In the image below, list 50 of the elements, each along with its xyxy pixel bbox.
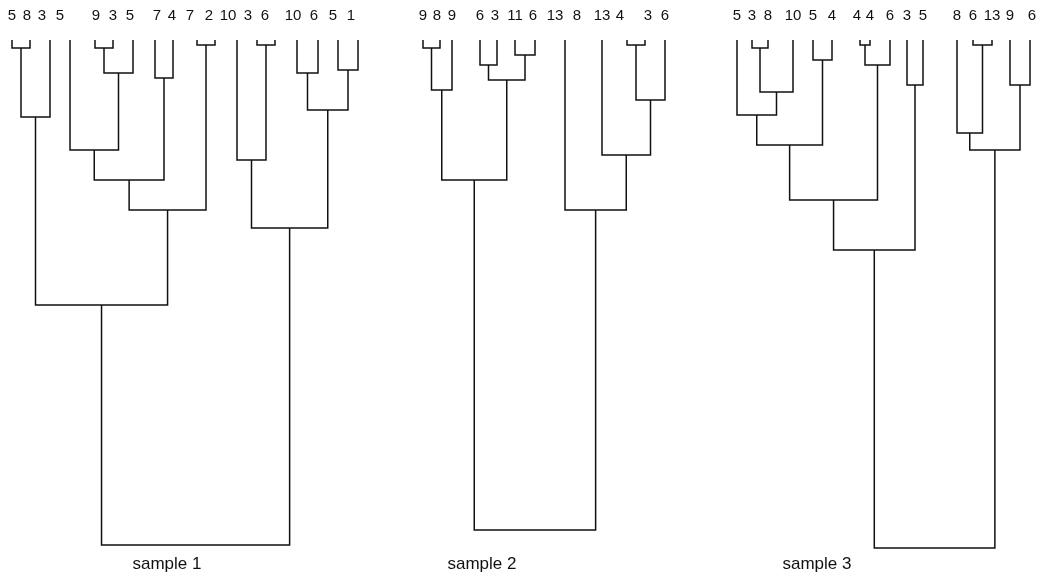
leaf-number: 4 bbox=[852, 6, 862, 23]
sample-caption: sample 1 bbox=[132, 554, 202, 574]
leaf-number: 6 bbox=[660, 6, 670, 23]
leaf-number: 8 bbox=[22, 6, 32, 23]
leaf-number: 6 bbox=[1027, 6, 1037, 23]
sample-caption: sample 3 bbox=[782, 554, 852, 574]
leaf-number: 4 bbox=[615, 6, 625, 23]
leaf-number: 3 bbox=[37, 6, 47, 23]
leaf-number: 7 bbox=[152, 6, 162, 23]
leaf-number: 10 bbox=[219, 6, 237, 23]
leaf-number: 1 bbox=[346, 6, 356, 23]
leaf-number: 2 bbox=[204, 6, 214, 23]
leaf-number: 13 bbox=[593, 6, 611, 23]
leaf-number: 8 bbox=[763, 6, 773, 23]
leaf-number: 3 bbox=[643, 6, 653, 23]
leaf-number: 6 bbox=[968, 6, 978, 23]
leaf-number: 7 bbox=[185, 6, 195, 23]
leaf-number: 8 bbox=[952, 6, 962, 23]
leaf-number: 3 bbox=[108, 6, 118, 23]
sample-caption: sample 2 bbox=[447, 554, 517, 574]
leaf-number: 13 bbox=[983, 6, 1001, 23]
leaf-number: 3 bbox=[902, 6, 912, 23]
leaf-number: 3 bbox=[747, 6, 757, 23]
leaf-number: 11 bbox=[507, 6, 523, 23]
leaf-number: 10 bbox=[284, 6, 302, 23]
leaf-number: 3 bbox=[243, 6, 253, 23]
leaf-number: 6 bbox=[475, 6, 485, 23]
leaf-number: 9 bbox=[91, 6, 101, 23]
leaf-number: 9 bbox=[1005, 6, 1015, 23]
leaf-number: 6 bbox=[260, 6, 270, 23]
leaf-number: 5 bbox=[808, 6, 818, 23]
leaf-number: 6 bbox=[309, 6, 319, 23]
leaf-number: 6 bbox=[885, 6, 895, 23]
leaf-number: 4 bbox=[827, 6, 837, 23]
leaf-number: 13 bbox=[546, 6, 564, 23]
leaf-number: 8 bbox=[572, 6, 582, 23]
leaf-number: 5 bbox=[125, 6, 135, 23]
leaf-number: 10 bbox=[784, 6, 802, 23]
leaf-number: 9 bbox=[447, 6, 457, 23]
leaf-number: 5 bbox=[7, 6, 17, 23]
leaf-number: 3 bbox=[490, 6, 500, 23]
leaf-number: 5 bbox=[918, 6, 928, 23]
leaf-number: 4 bbox=[167, 6, 177, 23]
leaf-number: 6 bbox=[528, 6, 538, 23]
leaf-number: 5 bbox=[55, 6, 65, 23]
leaf-number: 4 bbox=[865, 6, 875, 23]
leaf-number: 8 bbox=[432, 6, 442, 23]
leaf-number: 5 bbox=[328, 6, 338, 23]
leaf-number: 9 bbox=[418, 6, 428, 23]
leaf-number: 5 bbox=[732, 6, 742, 23]
